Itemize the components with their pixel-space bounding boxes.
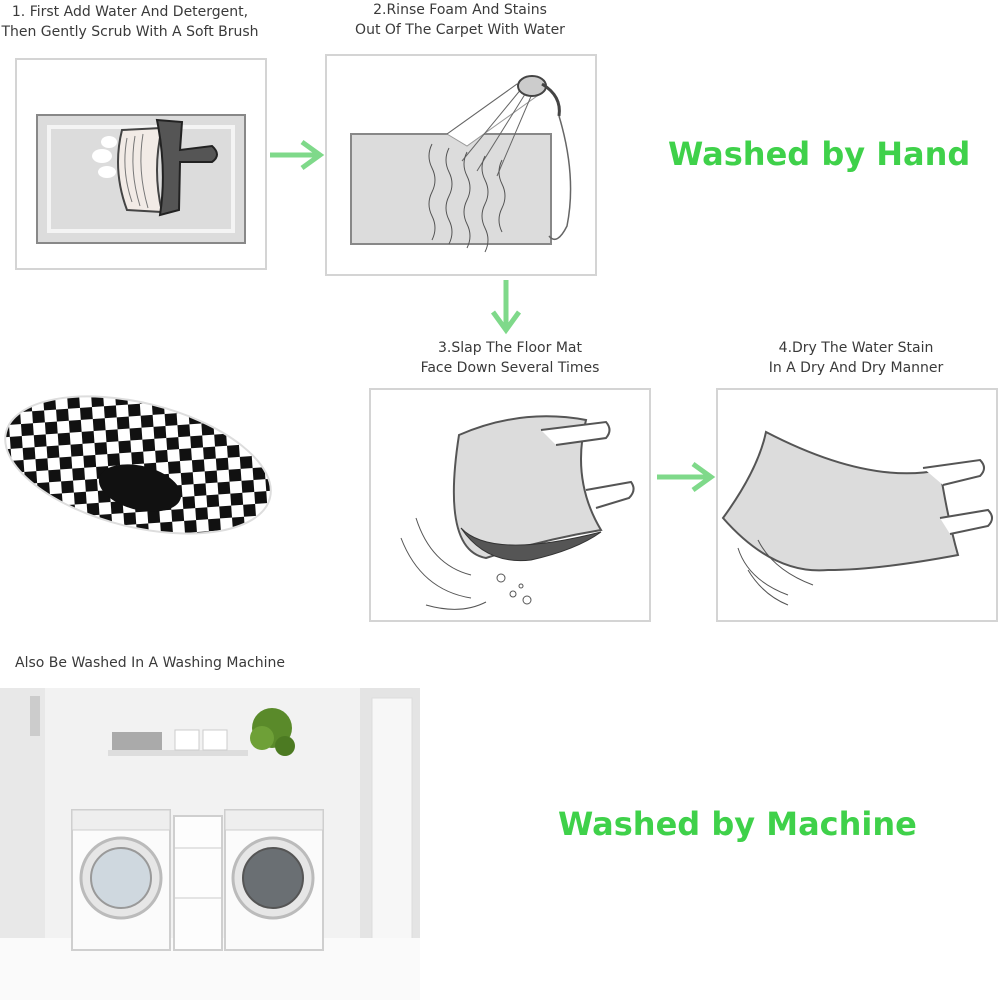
- checkered-rug-image: [4, 395, 272, 535]
- step-3-panel: [369, 388, 651, 622]
- scrub-brush-illustration: [36, 114, 246, 244]
- washed-by-hand-label: Washed by Hand: [668, 135, 971, 173]
- laundry-room-image: [0, 688, 420, 1000]
- rinse-shower-illustration: [350, 75, 572, 253]
- step-4-panel: [716, 388, 998, 622]
- dry-mat-illustration: [721, 430, 993, 606]
- slap-mat-illustration: [400, 415, 635, 610]
- step-1-panel: [15, 58, 267, 270]
- step-2-panel: [325, 54, 597, 276]
- step-2-caption: 2.Rinse Foam And Stains Out Of The Carpe…: [355, 2, 565, 38]
- arrow-right-icon: [657, 461, 716, 493]
- step-4-caption: 4.Dry The Water Stain In A Dry And Dry M…: [768, 340, 944, 376]
- arrow-right-icon: [270, 139, 325, 171]
- step-3-caption: 3.Slap The Floor Mat Face Down Several T…: [420, 340, 600, 376]
- step-1-caption: 1. First Add Water And Detergent, Then G…: [1, 4, 259, 40]
- machine-caption: Also Be Washed In A Washing Machine: [15, 655, 285, 671]
- washed-by-machine-label: Washed by Machine: [558, 805, 917, 843]
- arrow-down-icon: [490, 280, 522, 335]
